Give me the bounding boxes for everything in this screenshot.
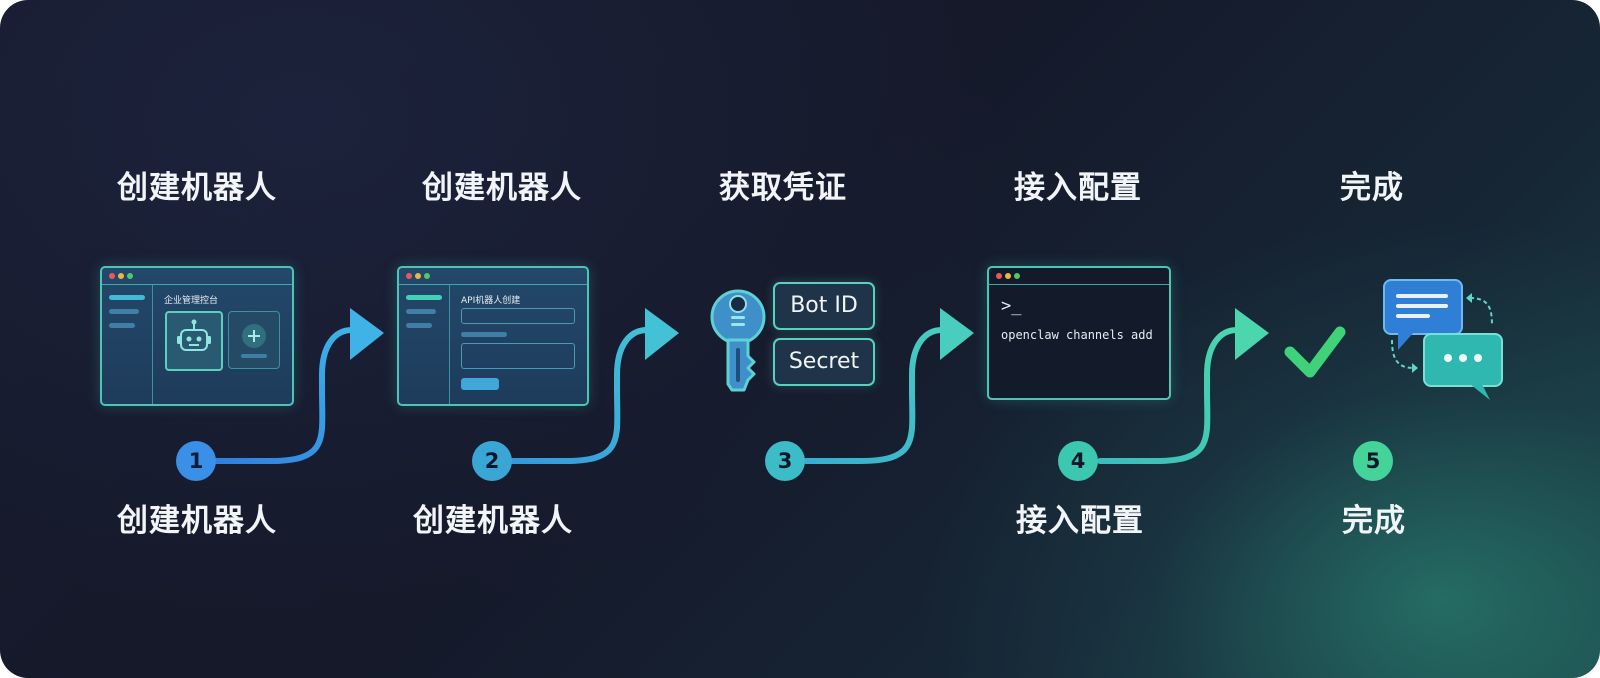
robot-icon [177,319,211,351]
step-1-title: 创建机器人 [117,170,277,206]
step-4-caption: 接入配置 [1016,503,1144,539]
step-5-caption: 完成 [1342,503,1406,539]
step-4-title: 接入配置 [1014,170,1142,206]
window-sidebar [102,285,153,404]
connector-2-3 [509,308,679,464]
console-window: 企业管理控台 [100,266,294,406]
step-3-badge: 3 [765,441,805,481]
step-1-caption: 创建机器人 [117,503,277,539]
maximize-dot-icon [1014,273,1020,279]
bot-id-tag: Bot ID [773,282,875,330]
window-titlebar [989,268,1169,285]
step-5-badge: 5 [1353,441,1393,481]
maximize-dot-icon [424,273,430,279]
robot-card [165,311,223,371]
description-field [461,343,575,369]
console-header: 企业管理控台 [164,296,219,306]
window-titlebar [399,268,587,285]
connector-3-4 [803,308,974,464]
secret-tag: Secret [773,338,875,386]
plus-icon [241,324,267,358]
create-button-shape [461,378,499,390]
add-card [228,311,280,369]
minimize-dot-icon [118,273,124,279]
chat-bubbles-icon [1383,279,1503,400]
minimize-dot-icon [415,273,421,279]
window-sidebar [399,285,450,404]
bot-creation-header: API机器人创建 [461,296,521,306]
minimize-dot-icon [1005,273,1011,279]
step-1-badge: 1 [176,441,216,481]
close-dot-icon [996,273,1002,279]
step-2-title: 创建机器人 [422,170,582,206]
connector-4-5 [1097,308,1269,464]
bot-creation-window: API机器人创建 [397,266,589,406]
close-dot-icon [406,273,412,279]
name-field [461,308,575,324]
close-dot-icon [109,273,115,279]
step-2-caption: 创建机器人 [413,503,573,539]
step-4-badge: 4 [1058,441,1098,481]
window-titlebar [102,268,292,285]
terminal-window: >_ openclaw channels add [987,266,1171,400]
step-3-title: 获取凭证 [719,170,847,206]
terminal-prompt: >_ [1001,296,1022,316]
checkmark-icon [1284,326,1346,378]
terminal-command: openclaw channels add [1001,328,1153,342]
step-5-title: 完成 [1340,170,1404,206]
key-icon [710,289,766,392]
maximize-dot-icon [127,273,133,279]
step-2-badge: 2 [472,441,512,481]
connector-1-2 [213,308,384,464]
